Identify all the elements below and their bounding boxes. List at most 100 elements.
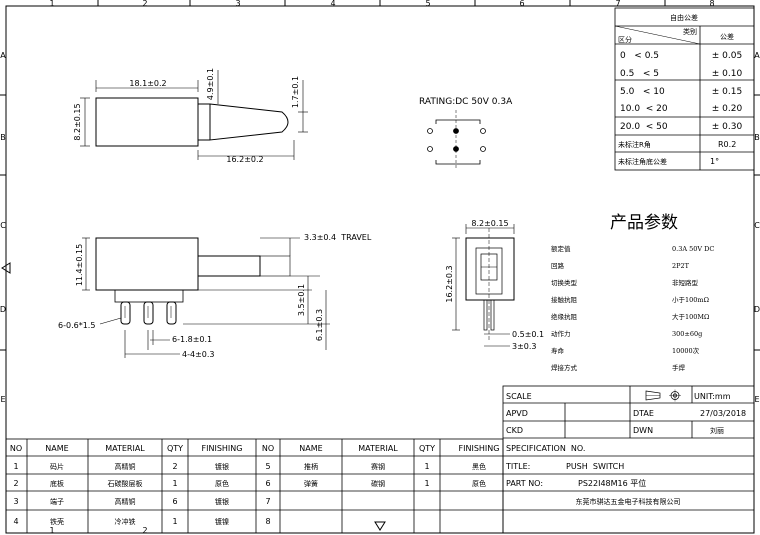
tol-value-2: ± 0.15 — [712, 87, 742, 97]
end-view-body — [465, 237, 515, 301]
sheet-border — [5, 5, 755, 534]
tol-header: 公差 — [720, 32, 734, 41]
bom-cell: 1 — [172, 479, 177, 488]
top-view-body — [95, 97, 199, 147]
tb-date-label: DTAE — [633, 409, 654, 418]
end-pin-right — [490, 299, 495, 331]
bom-table — [5, 438, 504, 534]
bom-cell: 弹簧 — [304, 479, 318, 488]
dim-end-thick: 0.5±0.1 — [512, 330, 544, 339]
dim-top-height: 8.2±0.15 — [73, 103, 82, 140]
bom-header-qty: QTY — [167, 444, 183, 453]
col-mark-7: 7 — [615, 0, 620, 8]
tol-title: 自由公差 — [670, 13, 698, 22]
param-value-2: 非短路型 — [672, 278, 699, 287]
bom-header-finishing: FINISHING — [202, 444, 243, 453]
column-marks: 1 2 3 4 5 6 7 8 1 2 — [49, 0, 715, 535]
dim-side-pin-total: 6.1±0.3 — [315, 309, 324, 341]
dim-end-width: 8.2±0.15 — [471, 219, 508, 228]
row-marks: A A B B C C D D E E — [0, 51, 760, 531]
bom-cell: 底板 — [50, 479, 64, 488]
row-mark-e: E — [0, 395, 5, 404]
pin-layout — [427, 110, 486, 170]
tol-angle-label: 未标注角底公差 — [618, 157, 667, 166]
tol-range-1: 0.5 < 5 — [620, 69, 659, 79]
side-view — [82, 237, 330, 358]
bom-cell: 镀银 — [215, 462, 229, 471]
bom-cell: 码片 — [50, 462, 64, 471]
tb-date-value: 27/03/2018 — [700, 409, 746, 418]
param-label-3: 接触抗阻 — [551, 295, 578, 304]
tol-range-0: 0 < 0.5 — [620, 51, 659, 61]
bom-row-3: 3 端子 高精铜 6 镀银 7 — [13, 497, 270, 506]
bom-cell: 端子 — [50, 497, 64, 506]
param-value-6: 10000次 — [672, 346, 700, 355]
bom-cell: 碳钢 — [371, 479, 385, 488]
dim-end-height: 16.2±0.3 — [445, 265, 454, 302]
bom-cell: 推柄 — [304, 462, 318, 471]
bom-cell: 铁壳 — [50, 517, 64, 526]
params-title: 产品参数 — [610, 213, 678, 233]
top-view-lever — [209, 103, 289, 141]
side-view-lever — [197, 255, 261, 277]
bom-cell: 原色 — [472, 479, 486, 488]
tol-value-1: ± 0.10 — [712, 69, 743, 79]
rating-label: RATING:DC 50V 0.3A — [419, 97, 513, 107]
row-mark-e-right: E — [754, 395, 759, 404]
param-label-7: 焊接方式 — [551, 363, 578, 372]
row-mark-a-right: A — [754, 51, 760, 60]
row-mark-b: B — [0, 133, 6, 142]
param-value-5: 300±60g — [672, 330, 702, 338]
tol-radius-value: R0.2 — [718, 140, 736, 149]
dim-top-offset: 4.9±0.1 — [206, 68, 215, 100]
dim-side-height: 11.4±0.15 — [75, 244, 84, 286]
center-arrow-left — [1, 262, 11, 274]
bom-row-4: 4 铁壳 冷冲铁 1 镀镍 8 — [13, 517, 270, 526]
dim-side-pitch: 4-4±0.3 — [182, 350, 215, 359]
tol-value-3: ± 0.20 — [712, 104, 743, 114]
tb-scale-label: SCALE — [506, 392, 532, 401]
side-pin-2 — [143, 301, 154, 325]
bom-header-finishing-2: FINISHING — [459, 444, 500, 453]
bom-cell: 高精铜 — [115, 462, 136, 471]
param-label-1: 回路 — [551, 261, 565, 270]
bom-cell: 镀银 — [215, 497, 229, 506]
end-pin-left — [483, 299, 488, 331]
dim-side-travel: 3.3±0.4 TRAVEL — [304, 233, 372, 242]
param-label-2: 切换类型 — [551, 278, 578, 287]
end-view — [452, 224, 515, 347]
tb-dwn-label: DWN — [633, 426, 653, 435]
bom-cell: 8 — [265, 517, 270, 526]
row-mark-d: D — [0, 305, 6, 314]
row-mark-c: C — [0, 221, 6, 230]
bom-header-no: NO — [10, 444, 22, 453]
tol-row-header: 区分 — [618, 35, 632, 44]
bom-header-name-2: NAME — [299, 444, 322, 453]
tb-unit: UNIT:mm — [694, 392, 731, 401]
tb-part-label: PART NO: — [506, 479, 543, 488]
bom-cell: 1 — [172, 517, 177, 526]
bom-header-material-2: MATERIAL — [358, 444, 398, 453]
row-mark-d-right: D — [754, 305, 760, 314]
bom-cell: 6 — [172, 497, 177, 506]
side-pin-1 — [120, 301, 131, 325]
bom-cell: 赛钢 — [371, 462, 385, 471]
bom-cell: 6 — [265, 479, 270, 488]
bom-header-qty-2: QTY — [419, 444, 435, 453]
col-mark-5: 5 — [425, 0, 430, 8]
param-label-6: 寿命 — [551, 346, 565, 355]
bom-cell: 2 — [172, 462, 177, 471]
col-mark-4: 4 — [330, 0, 335, 8]
bom-header-name: NAME — [45, 444, 68, 453]
side-pin-3 — [166, 301, 177, 325]
bom-cell: 原色 — [215, 479, 229, 488]
dim-top-lever: 16.2±0.2 — [226, 155, 263, 164]
tol-col-header: 类别 — [683, 27, 697, 36]
col-mark-1: 1 — [49, 0, 54, 8]
bom-cell: 1 — [424, 479, 429, 488]
row-mark-c-right: C — [754, 221, 760, 230]
bom-row-1: 1 码片 高精铜 2 镀银 5 推柄 赛钢 1 黑色 — [13, 462, 486, 471]
dim-top-length: 18.1±0.2 — [129, 79, 166, 88]
bom-cell: 高精铜 — [115, 497, 136, 506]
center-arrow-bottom — [374, 521, 386, 531]
